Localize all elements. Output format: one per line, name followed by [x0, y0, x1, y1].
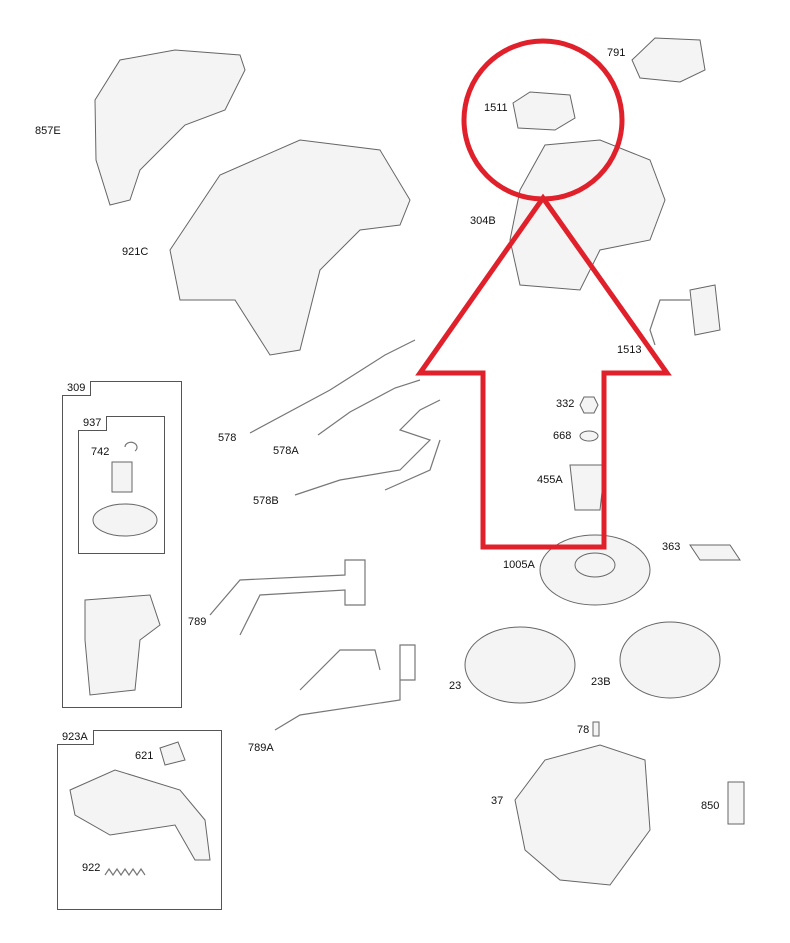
part-578B-drawing — [294, 399, 441, 496]
label-578A: 578A — [273, 445, 299, 457]
label-363: 363 — [662, 541, 681, 553]
label-922: 922 — [82, 862, 101, 874]
part-23-drawing — [464, 626, 576, 704]
kit-937-label: 937 — [78, 416, 108, 431]
part-668-drawing — [579, 430, 599, 442]
part-78-drawing — [592, 721, 600, 737]
label-742: 742 — [91, 446, 110, 458]
part-621-drawing — [159, 741, 186, 766]
part-578-drawing — [249, 339, 416, 434]
label-1513: 1513 — [617, 344, 642, 356]
label-37: 37 — [491, 795, 504, 807]
part-1513-drawing — [689, 284, 721, 336]
label-23B: 23B — [591, 676, 611, 688]
label-578: 578 — [218, 432, 237, 444]
part-742-drawing — [124, 441, 138, 452]
part-857E-drawing — [94, 49, 246, 206]
label-578B: 578B — [253, 495, 279, 507]
kit-937-box — [78, 416, 165, 554]
part-455A-drawing — [569, 464, 606, 511]
part-304B-drawing — [509, 139, 666, 291]
label-791: 791 — [607, 47, 626, 59]
part-921C-drawing — [169, 139, 411, 356]
part-922-drawing — [104, 867, 146, 877]
part-37-drawing — [514, 744, 651, 886]
part-850-drawing — [727, 781, 745, 825]
label-789: 789 — [188, 616, 207, 628]
label-668: 668 — [553, 430, 572, 442]
part-791-drawing — [631, 37, 706, 83]
kit-309-box — [62, 381, 182, 708]
kit-923A-label: 923A — [57, 730, 94, 745]
part-332-drawing — [579, 396, 599, 414]
kit-309-label: 309 — [62, 381, 92, 396]
label-455A: 455A — [537, 474, 563, 486]
label-621: 621 — [135, 750, 154, 762]
label-332: 332 — [556, 398, 575, 410]
part-923A-bracket-drawing — [69, 769, 211, 861]
part-578A-drawing — [317, 379, 421, 436]
label-789A: 789A — [248, 742, 274, 754]
label-857E: 857E — [35, 125, 61, 137]
part-gear-drawing — [92, 503, 158, 537]
part-1511-drawing — [512, 91, 576, 131]
part-789-drawing — [209, 559, 366, 636]
label-850: 850 — [701, 800, 720, 812]
label-921C: 921C — [122, 246, 149, 258]
part-1005A-drawing — [539, 534, 651, 606]
label-304B: 304B — [470, 215, 496, 227]
highlight-arrow — [415, 193, 672, 550]
part-363-drawing — [689, 544, 741, 561]
part-1005A-hub — [574, 552, 616, 578]
part-worm-gear-drawing — [111, 461, 133, 493]
part-789A-drawing — [274, 644, 416, 731]
label-1511: 1511 — [484, 102, 508, 114]
part-23B-drawing — [619, 621, 721, 699]
label-1005A: 1005A — [503, 559, 535, 571]
part-starter-motor-drawing — [84, 594, 161, 696]
part-1513-wire — [649, 299, 690, 346]
label-23: 23 — [449, 680, 462, 692]
label-78: 78 — [577, 724, 590, 736]
kit-923A-box — [57, 730, 222, 910]
